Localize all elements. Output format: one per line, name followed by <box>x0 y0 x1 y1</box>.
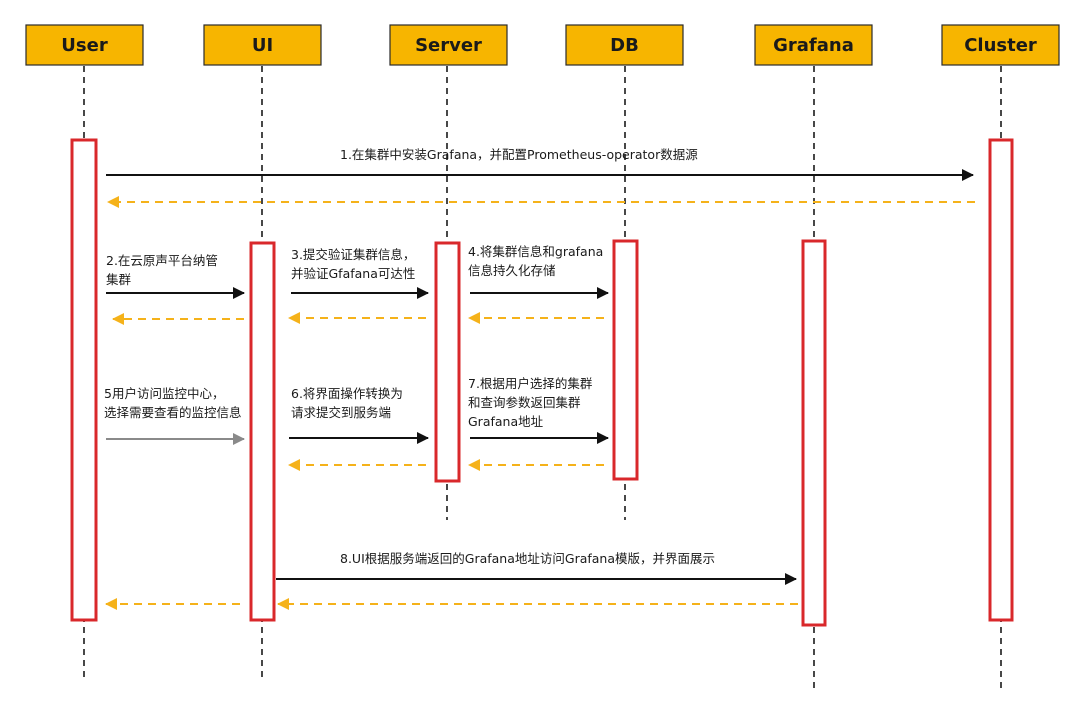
activation-db <box>612 239 639 481</box>
actor-ui: UI <box>203 24 322 66</box>
actor-label-user: User <box>61 35 108 56</box>
message-label-2: 2.在云原声平台纳管 集群 <box>106 253 222 287</box>
message-label-4: 4.将集群信息和grafana 信息持久化存储 <box>468 244 607 278</box>
actor-grafana: Grafana <box>754 24 873 66</box>
actor-db: DB <box>565 24 684 66</box>
activation-user <box>70 138 98 622</box>
message-label-1: 1.在集群中安装Grafana，并配置Prometheus-operator数据… <box>340 147 698 162</box>
actor-user: User <box>25 24 144 66</box>
activation-ui <box>249 241 276 622</box>
actor-label-grafana: Grafana <box>773 35 854 56</box>
message-label-8: 8.UI根据服务端返回的Grafana地址访问Grafana模版，并界面展示 <box>340 551 715 566</box>
message-label-7: 7.根据用户选择的集群 和查询参数返回集群 Grafana地址 <box>468 376 596 429</box>
message-label-6: 6.将界面操作转换为 请求提交到服务端 <box>291 386 407 420</box>
activation-server <box>434 241 461 483</box>
actor-label-cluster: Cluster <box>964 35 1037 56</box>
actor-label-db: DB <box>610 35 639 56</box>
actor-label-server: Server <box>415 35 482 56</box>
activation-grafana <box>801 239 827 627</box>
actor-label-ui: UI <box>252 35 273 56</box>
activation-cluster <box>988 138 1014 622</box>
message-label-3: 3.提交验证集群信息， 并验证Gfafana可达性 <box>291 247 419 281</box>
actor-server: Server <box>389 24 508 66</box>
actor-cluster: Cluster <box>941 24 1060 66</box>
message-label-5: 5用户访问监控中心， 选择需要查看的监控信息 <box>104 386 242 420</box>
